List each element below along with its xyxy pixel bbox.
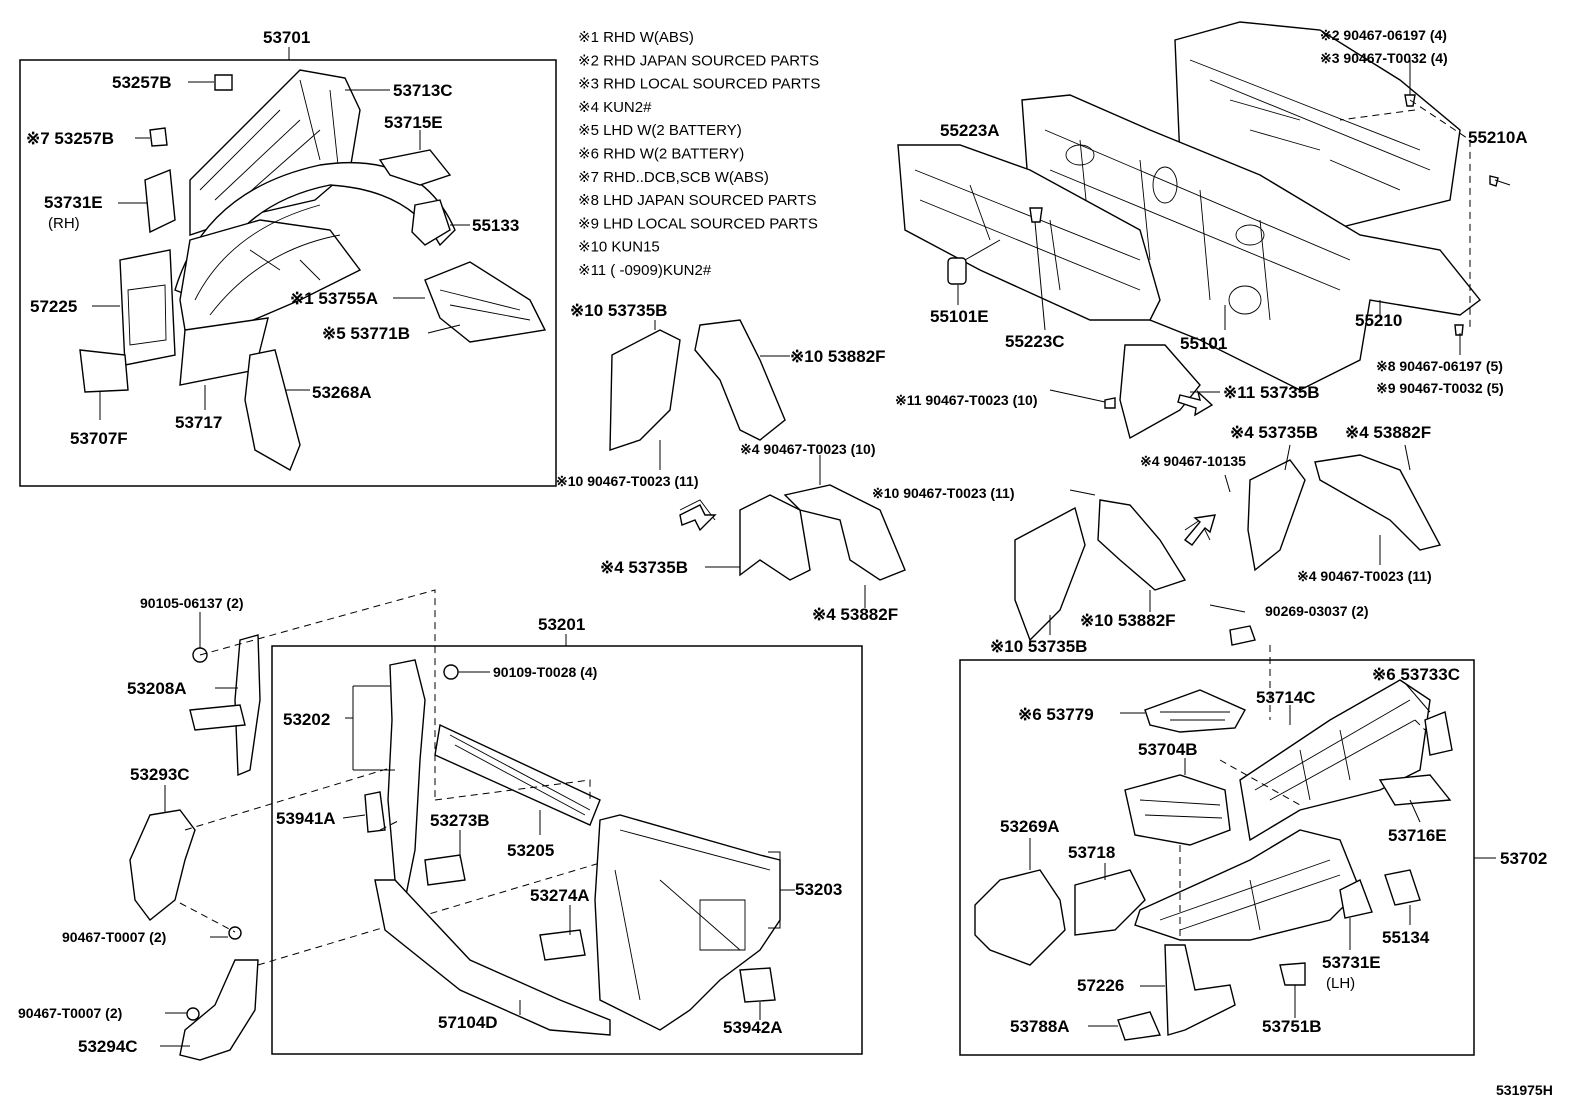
part-drawing-fender-liners xyxy=(609,319,1442,642)
label-55101: 55101 xyxy=(1180,334,1227,353)
label-53733C: ※6 53733C xyxy=(1372,665,1460,684)
label-lh: (LH) xyxy=(1326,975,1355,992)
group-box-53201 xyxy=(271,645,863,1055)
note-item: ※6 RHD W(2 BATTERY) xyxy=(578,146,744,163)
label-53735B-note10-a: ※10 53735B xyxy=(570,301,667,320)
note-item: ※8 LHD JAPAN SOURCED PARTS xyxy=(578,192,816,209)
note-item: ※3 RHD LOCAL SOURCED PARTS xyxy=(578,76,820,93)
label-55133: 55133 xyxy=(472,216,519,235)
arrow-icon xyxy=(679,504,717,532)
note-item: ※11 ( -0909)KUN2# xyxy=(578,262,712,279)
note-item: ※4 KUN2# xyxy=(578,99,652,116)
label-53293C: 53293C xyxy=(130,765,190,784)
label-53755A: ※1 53755A xyxy=(290,289,378,308)
label-53735B-note4-a: ※4 53735B xyxy=(600,558,688,577)
note-item: ※5 LHD W(2 BATTERY) xyxy=(578,122,742,139)
label-55210: 55210 xyxy=(1355,311,1402,330)
label-53704B: 53704B xyxy=(1138,740,1198,759)
label-57104D: 57104D xyxy=(438,1013,498,1032)
label-bolt-90269-03037: 90269-03037 (2) xyxy=(1265,603,1369,619)
label-bolt-90467-06197-4: ※2 90467-06197 (4) xyxy=(1320,27,1447,43)
label-57226: 57226 xyxy=(1077,976,1124,995)
label-bolt-90467-06197-5: ※8 90467-06197 (5) xyxy=(1376,358,1503,374)
label-53882F-note10-b: ※10 53882F xyxy=(1080,611,1176,630)
label-53735B-note11: ※11 53735B xyxy=(1223,383,1320,402)
label-53942A: 53942A xyxy=(723,1018,783,1037)
label-53882F-note10-a: ※10 53882F xyxy=(790,347,886,366)
label-bolt-90467-T0032-4: ※3 90467-T0032 (4) xyxy=(1320,50,1448,66)
diagram-code: 531975H xyxy=(1496,1082,1553,1098)
arrow-icon xyxy=(1177,389,1214,417)
label-53718: 53718 xyxy=(1068,843,1115,862)
label-53268A: 53268A xyxy=(312,383,372,402)
label-bolt-90467-T0032-5: ※9 90467-T0032 (5) xyxy=(1376,380,1504,396)
note-item: ※1 RHD W(ABS) xyxy=(578,29,694,46)
label-53203: 53203 xyxy=(795,880,842,899)
label-53273B: 53273B xyxy=(430,811,490,830)
label-55210A: 55210A xyxy=(1468,128,1528,147)
label-53294C: 53294C xyxy=(78,1037,138,1056)
notes-list: ※1 RHD W(ABS) ※2 RHD JAPAN SOURCED PARTS ※… xyxy=(578,29,820,279)
label-53735B-note4-b: ※4 53735B xyxy=(1230,423,1318,442)
label-53731E-rh: 53731E xyxy=(44,193,103,212)
label-53735B-note10-b: ※10 53735B xyxy=(990,637,1087,656)
part-drawing-dash-panel xyxy=(897,21,1499,409)
label-53205: 53205 xyxy=(507,841,554,860)
label-55101E: 55101E xyxy=(930,307,989,326)
label-bolt-90467-T0023-10-note4: ※4 90467-T0023 (10) xyxy=(740,441,875,457)
label-rh: (RH) xyxy=(48,215,80,232)
label-53882F-note4-b: ※4 53882F xyxy=(1345,423,1431,442)
part-drawing-53201-support xyxy=(364,659,781,1036)
label-53257B-note7: ※7 53257B xyxy=(26,129,114,148)
label-53707F: 53707F xyxy=(70,429,128,448)
label-55223C: 55223C xyxy=(1005,332,1065,351)
group-title-53701: 53701 xyxy=(263,28,310,47)
note-item: ※2 RHD JAPAN SOURCED PARTS xyxy=(578,52,819,69)
label-53716E: 53716E xyxy=(1388,826,1447,845)
label-53731E-lh: 53731E xyxy=(1322,953,1381,972)
label-bolt-90467-T0023-11-note10: ※10 90467-T0023 (11) xyxy=(556,473,699,489)
group-title-53702: 53702 xyxy=(1500,849,1547,868)
label-bolt-90109-T0028: 90109-T0028 (4) xyxy=(493,664,597,680)
note-item: ※7 RHD..DCB,SCB W(ABS) xyxy=(578,169,769,186)
label-bolt-90467-T0007-a: 90467-T0007 (2) xyxy=(62,929,166,945)
group-box-53701 xyxy=(19,59,557,487)
label-53779: ※6 53779 xyxy=(1018,705,1094,724)
label-bolt-90467-T0007-b: 90467-T0007 (2) xyxy=(18,1005,122,1021)
part-drawing-left-front xyxy=(129,634,261,1061)
label-55223A: 55223A xyxy=(940,121,1000,140)
label-53882F-note4-a: ※4 53882F xyxy=(812,605,898,624)
label-53788A: 53788A xyxy=(1010,1017,1070,1036)
label-53202: 53202 xyxy=(283,710,330,729)
group-title-53201: 53201 xyxy=(538,615,585,634)
label-57225: 57225 xyxy=(30,297,77,316)
label-bolt-90467-T0023-11-note4: ※4 90467-T0023 (11) xyxy=(1297,568,1432,584)
note-item: ※10 KUN15 xyxy=(578,239,660,256)
label-53751B: 53751B xyxy=(1262,1017,1322,1036)
label-53713C: 53713C xyxy=(393,81,453,100)
label-bolt-90467-T0023-10-note11: ※11 90467-T0023 (10) xyxy=(895,392,1038,408)
label-53941A: 53941A xyxy=(276,809,336,828)
label-53257B: 53257B xyxy=(112,73,172,92)
part-drawing-53702-apron xyxy=(974,625,1453,1041)
label-53714C: 53714C xyxy=(1256,688,1316,707)
part-drawing-53701-apron xyxy=(79,69,547,472)
label-55134: 55134 xyxy=(1382,928,1430,947)
label-53717: 53717 xyxy=(175,413,222,432)
label-bolt-90105-06137: 90105-06137 (2) xyxy=(140,595,244,611)
label-53274A: 53274A xyxy=(530,886,590,905)
label-53208A: 53208A xyxy=(127,679,187,698)
label-bolt-90467-10135: ※4 90467-10135 xyxy=(1140,453,1246,469)
label-53715E: 53715E xyxy=(384,113,443,132)
label-bolt-90467-T0023-11-note10-b: ※10 90467-T0023 (11) xyxy=(872,485,1015,501)
label-53771B: ※5 53771B xyxy=(322,324,410,343)
arrow-icon xyxy=(1183,514,1216,546)
note-item: ※9 LHD LOCAL SOURCED PARTS xyxy=(578,215,818,232)
label-53269A: 53269A xyxy=(1000,817,1060,836)
